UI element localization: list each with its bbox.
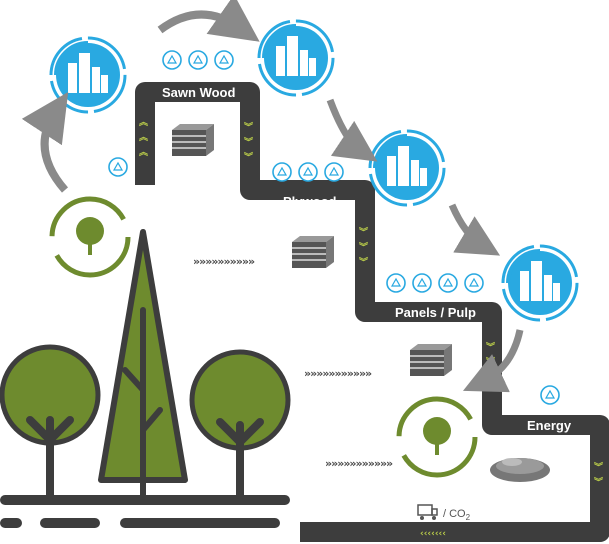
svg-text:︽: ︽	[139, 148, 148, 158]
staircase-road	[135, 82, 609, 542]
axe-icon	[108, 157, 128, 177]
forest	[0, 229, 291, 528]
flow-arrows-pellets: »»»»»»»»»»»	[325, 457, 393, 470]
chevrons-bottom: ‹‹‹‹‹‹‹	[420, 529, 446, 539]
chevrons-right-drop: ︾ ︾	[594, 461, 603, 488]
sawn-wood-stack-icon	[171, 123, 215, 157]
svg-text:︾: ︾	[359, 241, 368, 253]
product-icon-4	[272, 162, 292, 182]
svg-text:︽: ︽	[139, 118, 148, 128]
svg-text:︾: ︾	[486, 341, 495, 353]
product-icon-6	[324, 162, 344, 182]
city-icon-3	[368, 129, 446, 207]
product-icon-2	[188, 50, 208, 70]
stage-label-sawn-wood: Sawn Wood	[162, 85, 235, 100]
tree-recycle-icon-bottom	[399, 399, 475, 475]
product-icon-1	[162, 50, 182, 70]
city-icon-4	[501, 244, 579, 322]
city-icon-1	[49, 36, 127, 114]
svg-text:︾: ︾	[594, 461, 603, 473]
svg-text:︾: ︾	[359, 256, 368, 268]
truck-icon	[417, 504, 438, 520]
arrow-city3-to-city4	[448, 203, 501, 256]
product-icon-9	[438, 273, 458, 293]
tree-recycle-icon-top	[52, 199, 128, 275]
flow-arrows-panels: »»»»»»»»»»»	[304, 367, 372, 380]
product-icon-7	[386, 273, 406, 293]
svg-text:︾: ︾	[594, 476, 603, 488]
stage-label-panels-pulp: Panels / Pulp	[395, 305, 476, 320]
chevrons-sawn-wood: ︽ ︽ ︽	[139, 118, 148, 158]
co2-label: / CO2	[443, 508, 471, 522]
svg-text:︾: ︾	[244, 136, 253, 148]
arrow-city4-to-recycle	[462, 329, 524, 393]
stage-label-plywood: Plywood	[283, 194, 337, 209]
arrow-tree-to-city	[21, 91, 69, 193]
product-icon-8	[412, 273, 432, 293]
city-icon-2	[257, 19, 335, 97]
flow-arrows-plywood: »»»»»»»»»»	[193, 255, 255, 268]
plywood-stack-icon	[291, 235, 335, 269]
product-icon-3	[214, 50, 234, 70]
chevrons-panels: ︾ ︾ ︾	[359, 226, 368, 268]
panels-stack-icon	[409, 343, 453, 377]
svg-text:︾: ︾	[244, 121, 253, 133]
svg-text:︾: ︾	[359, 226, 368, 238]
flame-icon	[540, 385, 560, 405]
svg-text:︾: ︾	[486, 356, 495, 368]
product-icon-5	[298, 162, 318, 182]
wood-pellets-icon	[490, 458, 550, 482]
arrow-city2-to-city3	[326, 98, 378, 162]
stage-label-energy: Energy	[527, 418, 572, 433]
product-icon-10	[464, 273, 484, 293]
svg-text:︾: ︾	[244, 151, 253, 163]
chevrons-plywood: ︾ ︾ ︾	[244, 121, 253, 163]
arrow-city1-to-city2	[157, 0, 260, 42]
svg-text:︽: ︽	[139, 133, 148, 143]
